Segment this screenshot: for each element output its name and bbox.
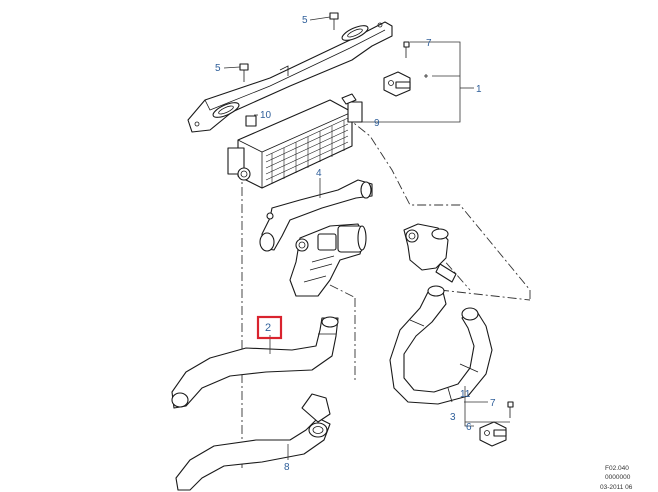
callout-1: 1 xyxy=(476,84,482,95)
highlighted-callout: 2 xyxy=(256,315,283,340)
hose-right-assembly xyxy=(389,285,493,405)
hose-lower xyxy=(175,393,331,491)
stamp-line-3: 03-2011 06 xyxy=(600,484,633,491)
callout-7-upper: 7 xyxy=(426,38,432,49)
callout-8: 8 xyxy=(284,462,290,473)
drawing-stamp: F02.040 0000000 03-2011 06 xyxy=(600,465,633,491)
callout-9: 9 xyxy=(374,118,380,129)
bolt-upper xyxy=(329,12,339,30)
callout-6: 6 xyxy=(466,422,472,433)
mounting-bracket xyxy=(187,21,393,133)
bypass-valve xyxy=(403,223,457,283)
callout-3: 3 xyxy=(450,412,456,423)
highlight-box xyxy=(256,315,283,340)
sensor-lower xyxy=(479,401,514,447)
bolt-left xyxy=(239,63,249,82)
callout-7-lower: 7 xyxy=(490,398,496,409)
intercooler xyxy=(227,93,363,189)
stamp-line-1: F02.040 xyxy=(605,465,629,472)
hose-upper xyxy=(259,179,373,252)
callout-4: 4 xyxy=(316,168,322,179)
hose-intake xyxy=(171,316,339,409)
callout-5-upper: 5 xyxy=(302,15,308,26)
pressure-sensor xyxy=(383,41,428,97)
leader-lines xyxy=(223,16,510,460)
callout-10: 10 xyxy=(260,110,272,121)
callout-5-left: 5 xyxy=(215,63,221,74)
stamp-line-2: 0000000 xyxy=(605,474,631,481)
valve-housing xyxy=(289,223,367,297)
callout-11: 11 xyxy=(460,389,471,400)
callouts: 5 5 7 1 10 9 4 11 7 3 6 8 xyxy=(215,15,496,473)
callout-2: 2 xyxy=(265,322,271,334)
